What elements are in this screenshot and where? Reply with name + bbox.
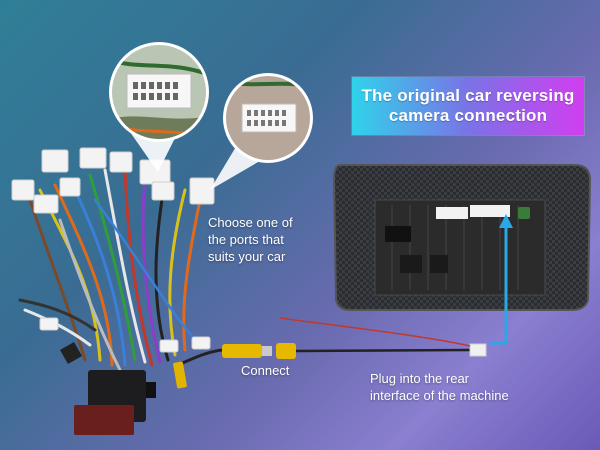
choose-line-2: the ports that <box>208 232 284 247</box>
head-unit-rear <box>332 164 592 311</box>
connection-arrow <box>489 214 513 345</box>
banner-line-2: camera connection <box>388 106 548 125</box>
title-banner: The original car reversing camera connec… <box>352 77 584 135</box>
banner-line-1: The original car reversing <box>361 86 575 105</box>
choose-line-1: Choose one of <box>208 215 293 230</box>
rca-cable <box>173 317 487 389</box>
choose-line-3: suits your car <box>208 249 286 264</box>
connect-label: Connect <box>241 362 289 379</box>
choose-port-label: Choose one of the ports that suits your … <box>208 214 293 265</box>
plug-line-1: Plug into the rear <box>370 371 470 386</box>
plug-label: Plug into the rear interface of the mach… <box>370 370 509 404</box>
connector-zoom-2 <box>223 73 313 163</box>
connector-zoom-1 <box>109 42 209 142</box>
vehicle-connectors <box>11 147 215 353</box>
wire-bundle <box>18 168 202 372</box>
plug-line-2: interface of the machine <box>370 388 509 403</box>
connect-text: Connect <box>241 363 290 378</box>
canbus-box <box>60 342 156 435</box>
